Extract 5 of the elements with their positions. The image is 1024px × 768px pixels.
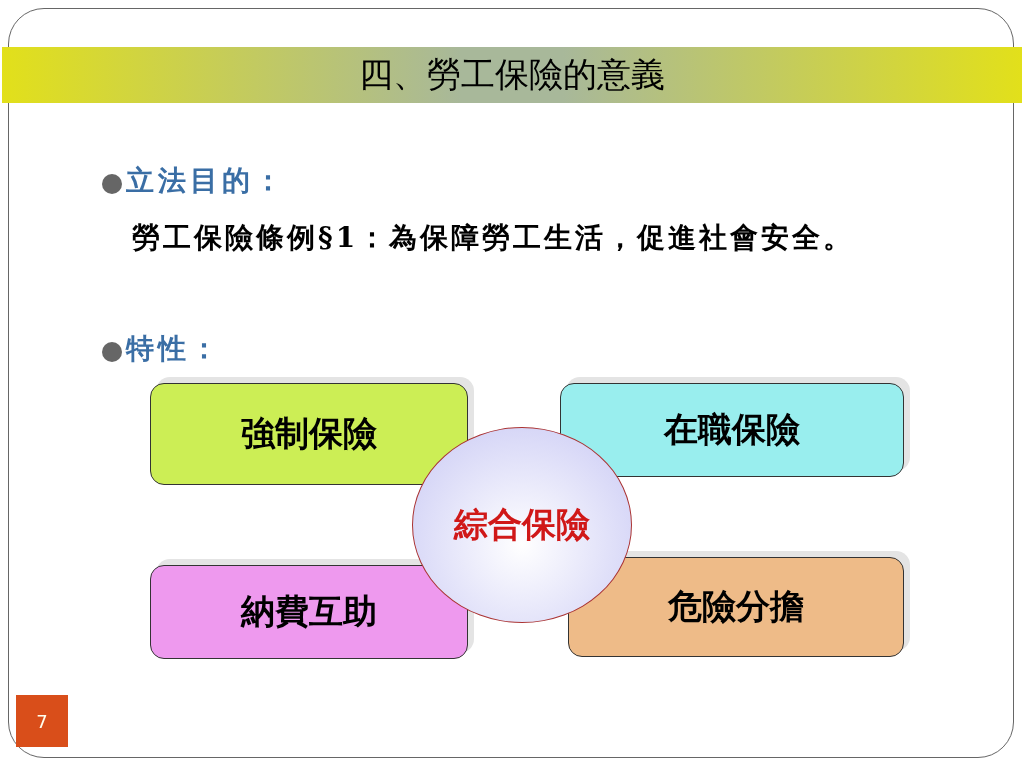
bullet-heading: 立法目的： [126,163,286,199]
title-text: 四、勞工保險的意義 [359,53,665,96]
page-number: 7 [16,695,68,747]
body-text: 勞工保險條例§1：為保障勞工生活，促進社會安全。 [132,220,856,256]
bullet-heading: 特性： [126,331,222,367]
